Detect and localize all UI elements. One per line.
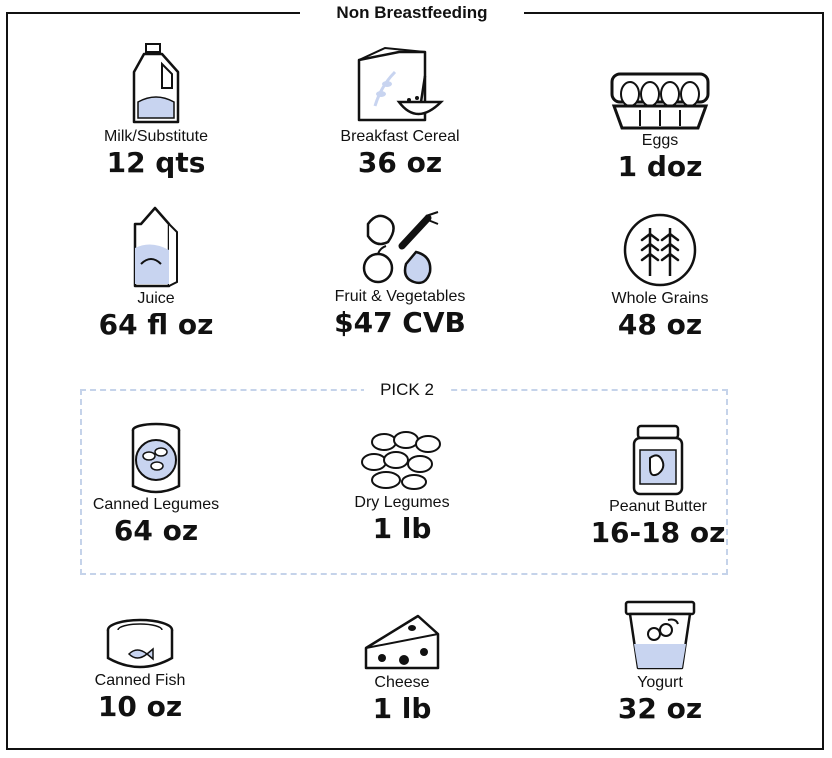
item-label: Whole Grains: [611, 290, 709, 307]
item-juice: Juice 64 fl oz: [36, 206, 276, 342]
egg-carton-icon: [610, 72, 710, 130]
item-label: Cheese: [374, 674, 430, 691]
item-fruit-vegetables: Fruit & Vegetables $47 CVB: [280, 206, 520, 340]
cereal-box-icon: [357, 46, 445, 122]
yogurt-cup-icon: [624, 600, 696, 670]
item-milk: Milk/Substitute 12 qts: [36, 42, 276, 180]
milk-jug-icon: [132, 43, 180, 124]
item-amount: 10 oz: [97, 690, 183, 723]
page-title: Non Breastfeeding: [300, 2, 524, 24]
item-amount: 16-18 oz: [590, 516, 726, 549]
fruit-vegetables-icon: [362, 211, 439, 285]
wheat-icon: [623, 213, 697, 287]
item-label: Canned Fish: [94, 672, 186, 689]
item-label: Peanut Butter: [609, 498, 707, 515]
item-label: Fruit & Vegetables: [334, 288, 466, 305]
item-cheese: Cheese 1 lb: [282, 612, 522, 726]
item-yogurt: Yogurt 32 oz: [540, 600, 780, 726]
canned-beans-icon: [131, 422, 181, 494]
item-canned-legumes: Canned Legumes 64 oz: [36, 422, 276, 548]
item-cereal: Breakfast Cereal 36 oz: [280, 46, 520, 180]
item-canned-fish: Canned Fish 10 oz: [20, 618, 260, 724]
item-label: Eggs: [641, 132, 679, 149]
item-dry-legumes: Dry Legumes 1 lb: [282, 428, 522, 546]
item-label: Yogurt: [637, 674, 683, 691]
item-label: Canned Legumes: [92, 496, 220, 513]
item-amount: 64 oz: [113, 514, 199, 547]
item-peanut-butter: Peanut Butter 16-18 oz: [538, 424, 778, 550]
item-amount: 1 lb: [372, 512, 432, 545]
item-amount: 12 qts: [106, 146, 206, 179]
cheese-icon: [364, 614, 440, 670]
item-label: Milk/Substitute: [103, 128, 209, 145]
item-amount: 64 fl oz: [98, 308, 214, 341]
item-amount: 48 oz: [617, 308, 703, 341]
canned-fish-icon: [106, 618, 174, 669]
item-amount: $47 CVB: [334, 306, 466, 339]
dry-beans-icon: [361, 431, 441, 490]
peanut-butter-jar-icon: [632, 424, 684, 496]
item-eggs: Eggs 1 doz: [540, 70, 780, 184]
item-amount: 1 doz: [617, 150, 703, 183]
item-whole-grains: Whole Grains 48 oz: [540, 212, 780, 342]
item-label: Dry Legumes: [354, 494, 450, 511]
item-amount: 36 oz: [357, 146, 443, 179]
juice-carton-icon: [133, 206, 178, 288]
pick-two-label: PICK 2: [364, 380, 450, 400]
item-label: Breakfast Cereal: [340, 128, 460, 145]
item-amount: 1 lb: [372, 692, 432, 725]
item-amount: 32 oz: [617, 692, 703, 725]
item-label: Juice: [137, 290, 175, 307]
